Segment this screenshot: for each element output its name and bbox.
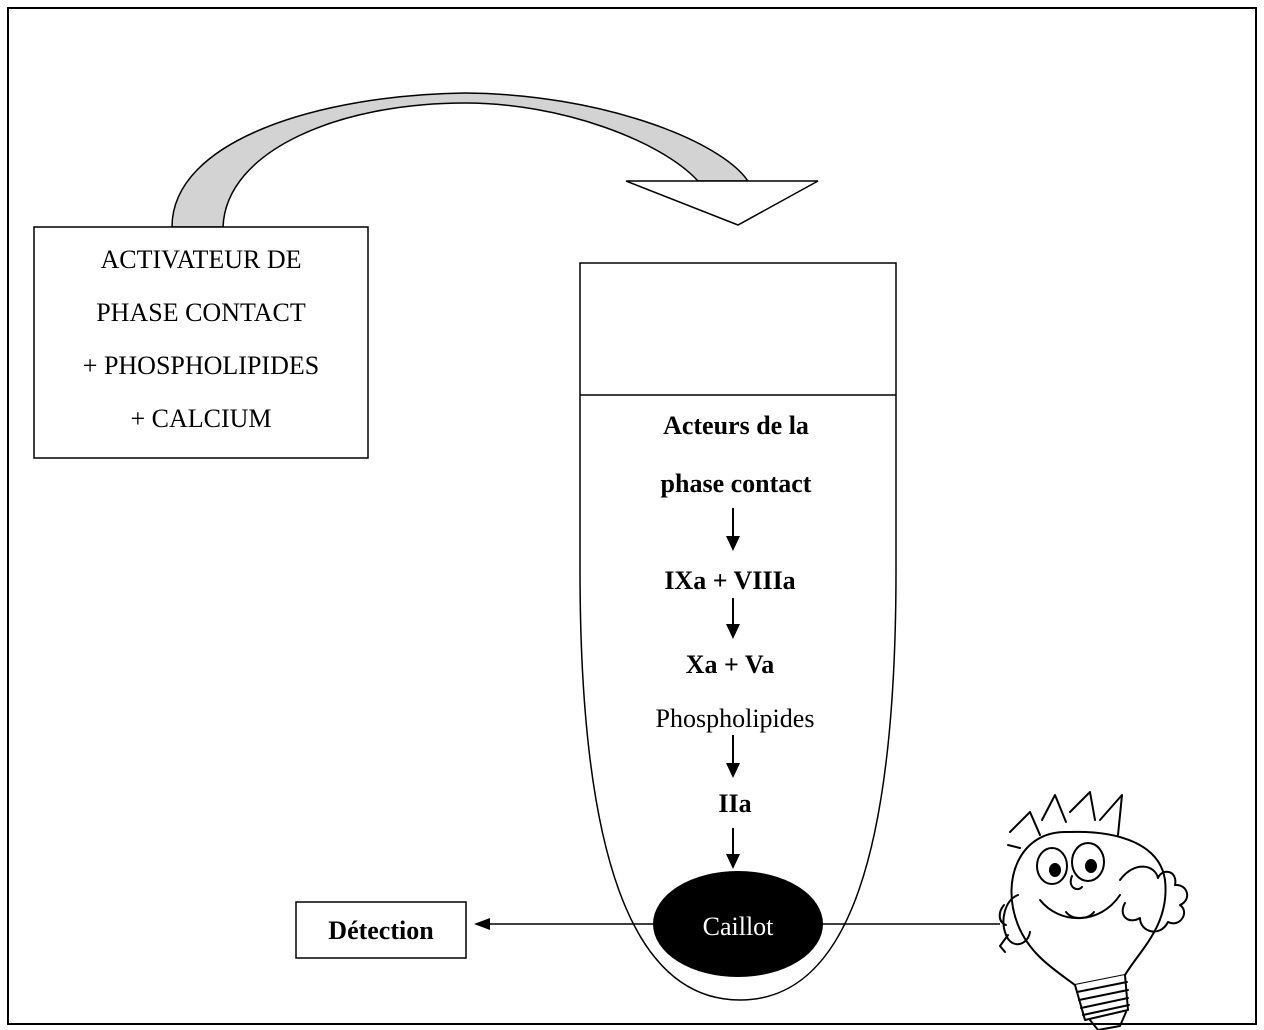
test-tube: Acteurs de la phase contact IXa + VIIIa … [579, 262, 897, 1001]
activator-box: ACTIVATEUR DE PHASE CONTACT + PHOSPHOLIP… [33, 226, 369, 459]
activator-line-2: PHASE CONTACT [96, 298, 306, 327]
light-path [474, 918, 1000, 930]
curved-arrow-head [625, 180, 819, 226]
step-arrow-3 [726, 735, 740, 778]
activator-line-4: + CALCIUM [130, 404, 271, 433]
step-arrow-2 [726, 598, 740, 639]
curved-arrow [171, 92, 819, 228]
step-phospholipides: Phospholipides [656, 704, 815, 733]
step-acteurs-line-2: phase contact [661, 469, 812, 498]
step-iia: IIa [718, 789, 751, 818]
step-acteurs-line-1: Acteurs de la [663, 411, 809, 440]
clot-label: Caillot [703, 912, 775, 941]
step-arrow-4 [726, 828, 740, 869]
step-xa-va: Xa + Va [686, 650, 775, 679]
detection-box: Détection [295, 901, 467, 959]
clot-ellipse [653, 871, 823, 977]
outer-frame [7, 7, 1257, 1025]
light-bulb-character-icon [998, 791, 1189, 1030]
curved-arrow-band [171, 92, 750, 228]
activator-line-1: ACTIVATEUR DE [100, 245, 301, 274]
detection-label: Détection [328, 916, 434, 945]
step-arrow-1 [726, 508, 740, 551]
tube-outline [579, 262, 897, 1001]
activator-line-3: + PHOSPHOLIPIDES [83, 351, 319, 380]
step-ixa-viiia: IXa + VIIIa [664, 566, 795, 595]
detection-arrowhead [474, 918, 490, 930]
